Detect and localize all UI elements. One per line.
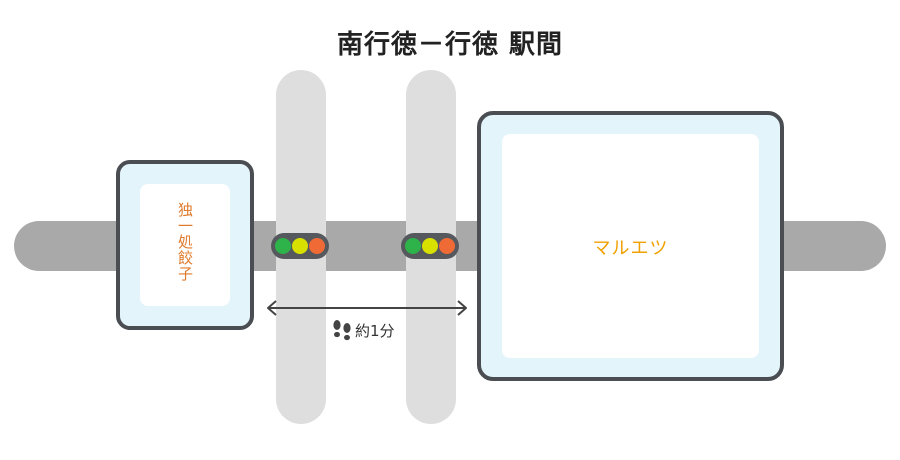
walk-time-label: 約1分 (355, 322, 395, 340)
double-arrow-icon (267, 300, 467, 316)
page-title: 南行徳－行徳 駅間 (336, 30, 564, 60)
walk-time: 約1分 (330, 318, 410, 342)
traffic-signal-right (401, 233, 459, 259)
traffic-signal-left (271, 233, 329, 259)
signal-red-lamp (439, 238, 455, 254)
signal-yellow-lamp (292, 238, 308, 254)
shop-maruetsu-inner: マルエツ (502, 134, 759, 358)
shop-maruetsu: マルエツ (477, 111, 784, 381)
signal-red-lamp (309, 238, 325, 254)
shop-maruetsu-label: マルエツ (592, 238, 669, 259)
shop-gyoza-inner: 独一処餃子 (140, 184, 230, 306)
signal-yellow-lamp (422, 238, 438, 254)
signal-green-lamp (405, 238, 421, 254)
signal-green-lamp (275, 238, 291, 254)
shop-gyoza-label: 独一処餃子 (176, 202, 194, 282)
shop-gyoza: 独一処餃子 (116, 160, 254, 330)
footprints-icon (333, 320, 351, 341)
